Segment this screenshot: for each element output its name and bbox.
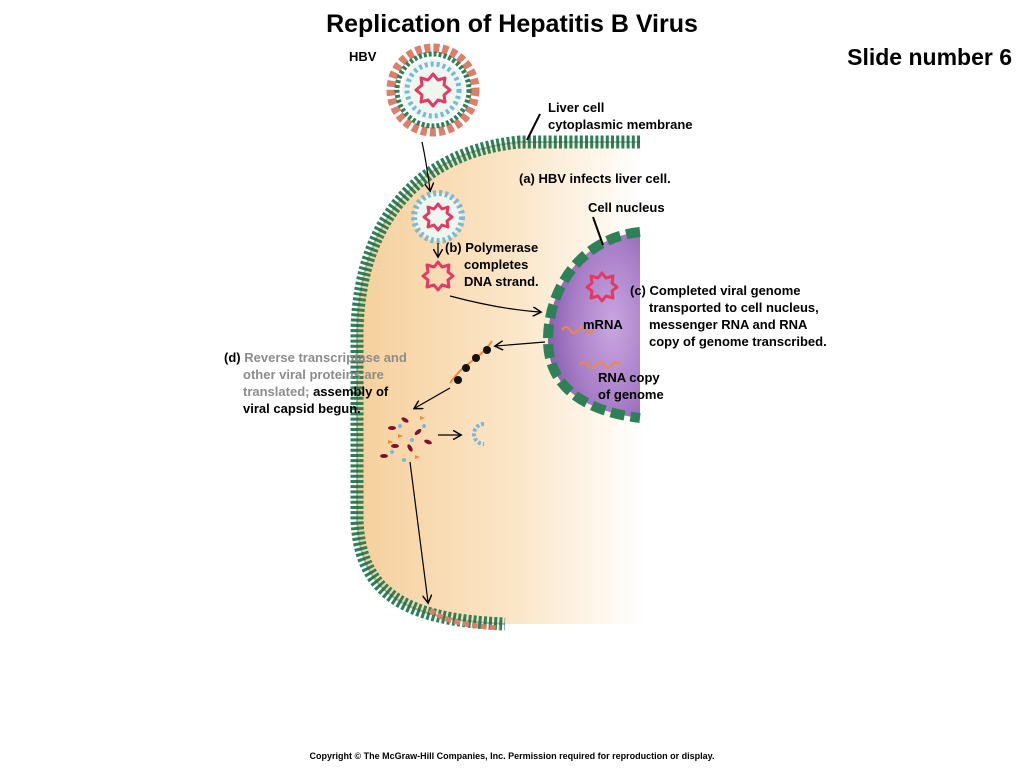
assembling-capsid (472, 422, 485, 446)
uncoated-capsid (411, 190, 465, 244)
rna-copy-strand (579, 361, 621, 369)
arrow-to-membrane (409, 461, 428, 602)
label-step-b-line2: completes (464, 257, 529, 272)
cytoplasm (357, 142, 645, 624)
label-membrane-line2: cytoplasmic membrane (548, 117, 693, 132)
arrow-to-nucleus (449, 295, 540, 312)
label-step-a: (a) HBV infects liver cell. (519, 171, 671, 186)
label-rna-copy-line1: RNA copy (598, 370, 660, 385)
slide-title: Replication of Hepatitis B Virus (326, 10, 698, 38)
label-hbv: HBV (349, 49, 377, 64)
label-membrane: Liver cell cytoplasmic membrane (548, 99, 693, 133)
mrna-strand (561, 326, 595, 334)
label-step-d: (d) Reverse transcriptase and other vira… (224, 349, 407, 417)
membrane-outline (356, 141, 640, 625)
label-step-c-line3: messenger RNA and RNA (649, 317, 808, 332)
label-step-d-black4: viral capsid begun. (243, 401, 361, 416)
arrow-translation (415, 387, 451, 408)
viral-proteins-cluster (380, 416, 432, 462)
label-step-b: (b) Polymerase completes DNA strand. (445, 239, 539, 290)
label-step-c-line2: transported to cell nucleus, (649, 300, 819, 315)
nuclear-envelope (542, 227, 641, 423)
label-step-c: (c) Completed viral genome transported t… (630, 282, 827, 350)
label-step-d-gray1: Reverse transcriptase and (244, 350, 407, 365)
label-step-c-line4: copy of genome transcribed. (649, 334, 827, 349)
label-step-c-line1: (c) Completed viral genome (630, 283, 801, 298)
label-step-d-black3: assembly of (309, 384, 389, 399)
arrow-entry (421, 141, 430, 190)
label-step-b-line3: DNA strand. (464, 274, 539, 289)
label-step-b-line1: (b) Polymerase (445, 240, 539, 255)
membrane-pointer (526, 113, 541, 141)
label-step-d-prefix: (d) (224, 350, 241, 365)
label-step-d-gray2: other viral proteins are (243, 367, 384, 382)
viral-dna-nucleus (585, 271, 619, 303)
hbv-virion (386, 43, 480, 137)
label-step-d-gray3: translated; (243, 384, 310, 399)
nucleus-pointer (592, 216, 604, 246)
label-cell-nucleus: Cell nucleus (588, 200, 665, 215)
label-membrane-line1: Liver cell (548, 100, 605, 115)
slide-number: Slide number 6 (847, 44, 1012, 70)
viral-dna-b (421, 260, 455, 292)
copyright-notice: Copyright © The McGraw-Hill Companies, I… (309, 751, 715, 761)
label-rna-copy-line2: of genome (598, 387, 664, 402)
cell-membrane (350, 135, 640, 631)
envelope-patch-bottom (428, 607, 501, 631)
label-mrna: mRNA (583, 317, 623, 332)
polysome (449, 340, 493, 384)
arrow-from-nucleus (496, 342, 546, 346)
label-rna-copy: RNA copy of genome (598, 369, 664, 403)
